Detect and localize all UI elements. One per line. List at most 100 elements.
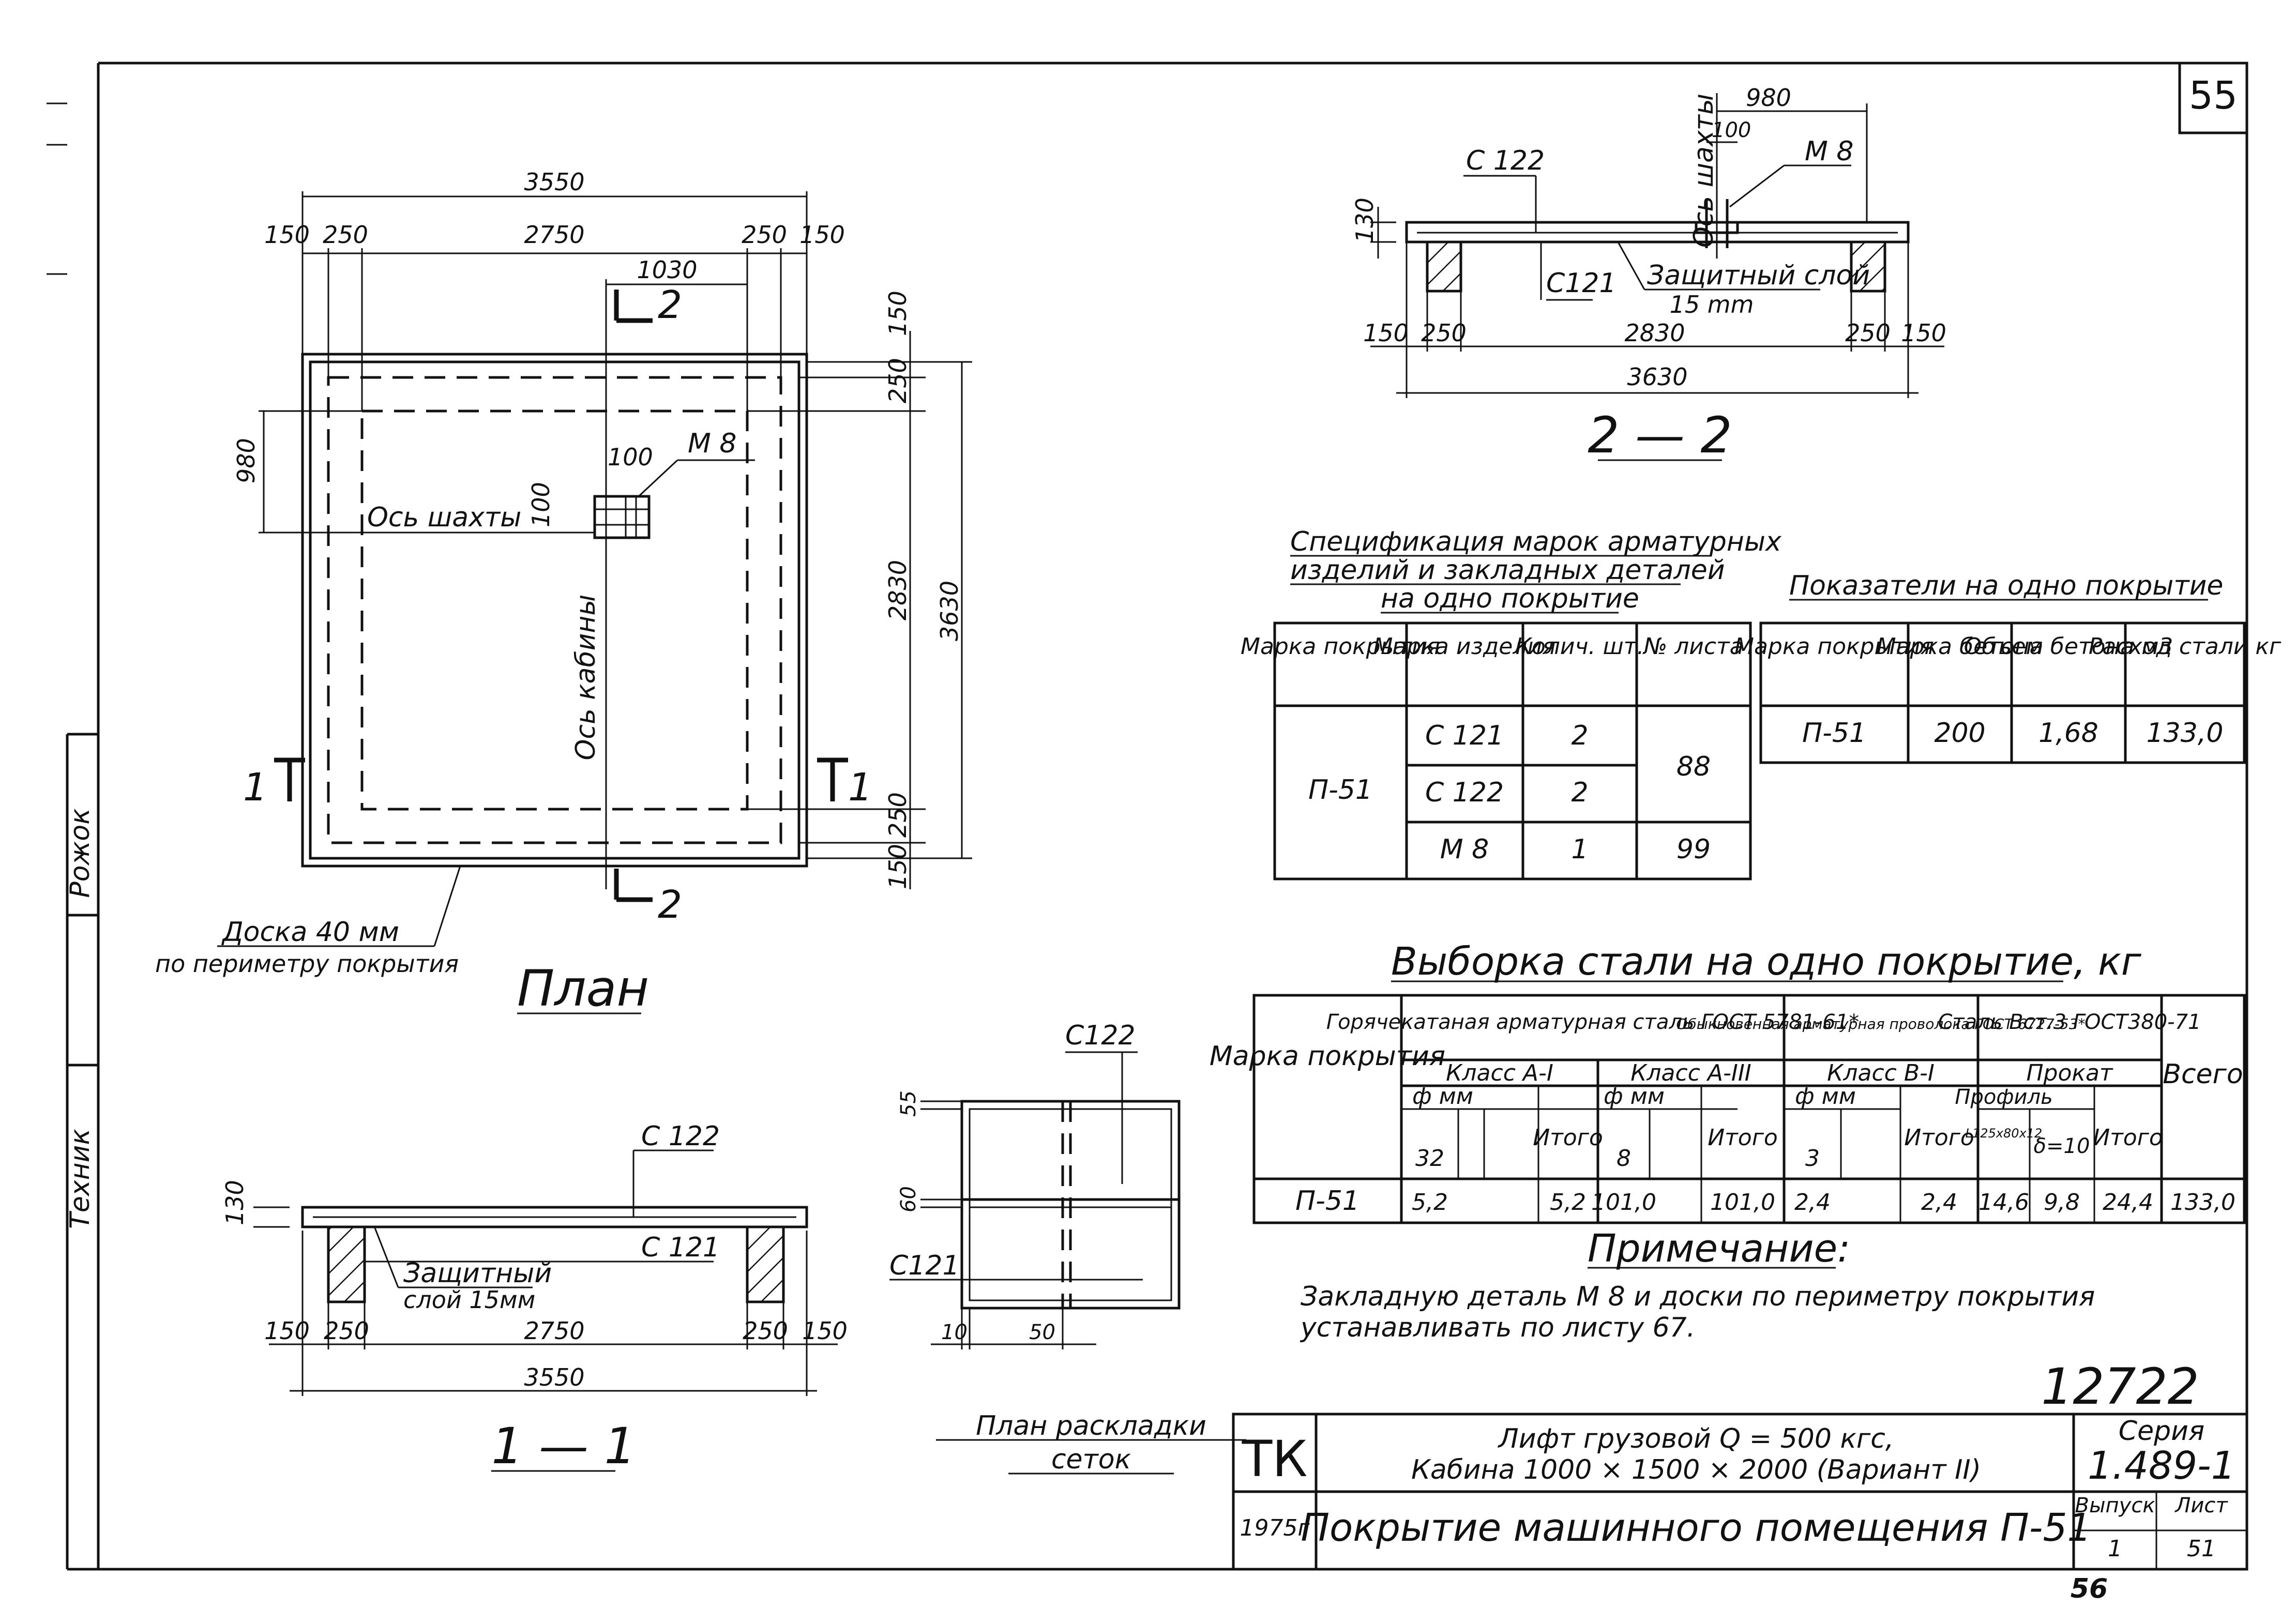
mesh-c121: С121 [889, 1250, 960, 1281]
sheet-title: Покрытие машинного помещения П-51 [1301, 1506, 2091, 1550]
steel-class-b1: Класс В-I [1827, 1060, 1935, 1086]
spec-h-mark-cover: Марка покрытия [1241, 633, 1440, 660]
steel-itogo-rolled: Итого [2093, 1125, 2163, 1151]
section-2-dim-middle: 2830 [1624, 319, 1685, 347]
section-1-dim-middle: 2750 [524, 1317, 584, 1345]
steel-profile: Профиль [1955, 1085, 2052, 1109]
section-2-c122: С 122 [1466, 145, 1545, 176]
spec-row-2-qty: 2 [1571, 777, 1588, 808]
spec-row-3-qty: 1 [1571, 834, 1588, 865]
sheet-number: 55 [2189, 73, 2238, 118]
steel-class-a3: Класс А-III [1630, 1060, 1751, 1086]
plan-dim-top-inner: 250 [884, 358, 912, 403]
year: 1975г [1240, 1515, 1310, 1541]
plan-board-note-2: по периметру покрытия [155, 950, 459, 978]
steel-row-a3-total: 101,0 [1710, 1189, 1775, 1216]
ind-mark: П-51 [1802, 718, 1866, 749]
steel-row-p1: 14,6 [1978, 1189, 2029, 1216]
steel-phi-a1: ф мм [1412, 1083, 1473, 1110]
steel-h-mark: Марка покрытия [1210, 1041, 1445, 1072]
spec-row-1-item: С 121 [1425, 720, 1504, 751]
steel-row-a1-total: 5,2 [1550, 1189, 1586, 1216]
plan-support-inner [360, 409, 749, 811]
margin-role-2: Рожок [65, 808, 96, 898]
plan-cabin-axis-label: Ось кабины [570, 595, 601, 761]
note: Примечание: Закладную деталь М 8 и доски… [1300, 1226, 2095, 1343]
plan-dim-top-edge: 150 [884, 291, 912, 336]
org-code: ТК [1242, 1430, 1308, 1488]
section-2-slab [1405, 221, 1910, 244]
spec-cover-mark: П-51 [1308, 775, 1372, 806]
mesh-dim-55: 55 [897, 1090, 920, 1117]
plan-dim-left: 980 [232, 438, 260, 483]
spec-sheet-88: 88 [1676, 751, 1711, 782]
spec-row-2-item: С 122 [1425, 777, 1504, 808]
plan-view: Ось шахты Ось кабины 100 100 М 8 3550 15… [155, 168, 972, 1018]
issue-label: Выпуск [2075, 1494, 2155, 1517]
section-2-dim-100: 100 [1712, 118, 1751, 142]
section-1-dim-left-inner: 250 [324, 1317, 369, 1345]
mesh-title-2: сеток [1051, 1444, 1131, 1475]
section-2-thickness: 130 [1351, 198, 1379, 243]
steel-table: Выборка стали на одно покрытие, кг Марка… [1210, 939, 2246, 1224]
mesh-title-1: План раскладки [976, 1410, 1206, 1441]
steel-d3: 3 [1805, 1145, 1820, 1172]
steel-row-all: 133,0 [2170, 1189, 2235, 1216]
spec-title-2: изделий и закладных деталей [1290, 555, 1725, 586]
ind-h-concrete: Марка бетона [1877, 633, 2044, 660]
section-1-dim-overall: 3550 [524, 1363, 584, 1391]
section-1-dim-left-edge: 150 [264, 1317, 310, 1345]
plan-dim-right-inner: 250 [742, 221, 787, 249]
steel-phi-a3: ф мм [1604, 1083, 1665, 1110]
ind-h-volume: Объем бетона м3 [1964, 633, 2173, 660]
spec-row-3-item: М 8 [1440, 834, 1489, 865]
steel-row-p2: 9,8 [2044, 1189, 2080, 1216]
mesh-dim-10: 10 [941, 1321, 968, 1344]
steel-row-a1-32: 5,2 [1412, 1189, 1448, 1216]
section-2-m8: М 8 [1805, 136, 1853, 167]
mesh-c122: С122 [1065, 1020, 1136, 1051]
spec-title-1: Спецификация марок арматурных [1290, 526, 1782, 557]
mesh-layout: С122 С121 55 60 10 50 План раскладки сет… [889, 1020, 1246, 1475]
plan-shaft-axis-label: Ось шахты [367, 502, 521, 533]
plan-title: План [517, 960, 649, 1018]
plan-outer-edge [309, 360, 800, 860]
steel-row-b1-total: 2,4 [1921, 1189, 1957, 1216]
spec-h-sheet: № листа [1642, 633, 1743, 660]
note-line-2: устанавливать по листу 67. [1300, 1312, 1695, 1343]
section-1-protective-2: слой 15мм [403, 1286, 535, 1314]
indicators-title: Показатели на одно покрытие [1789, 570, 2223, 601]
section-2-dim-overall: 3630 [1627, 363, 1687, 391]
steel-phi-b1: ф мм [1795, 1083, 1856, 1110]
plan-dim-right-overall: 3630 [935, 581, 963, 641]
section-1-dim-right-edge: 150 [802, 1317, 848, 1345]
issue-number: 1 [2108, 1536, 2122, 1562]
ind-h-mark: Марка покрытия [1734, 633, 1934, 660]
steel-itogo-a3: Итого [1708, 1125, 1778, 1151]
mesh-dim-60: 60 [897, 1186, 920, 1212]
section-2-dim-top: 980 [1746, 84, 1791, 112]
spec-h-qty: Колич. шт. [1516, 633, 1644, 660]
steel-d32: 32 [1415, 1145, 1444, 1172]
steel-row-mark: П-51 [1295, 1186, 1360, 1217]
page-bottom-number: 56 [2071, 1573, 2108, 1604]
plan-dim-right-edge: 150 [799, 221, 845, 249]
ind-concrete: 200 [1934, 718, 1985, 749]
steel-itogo-a1: Итого [1533, 1125, 1603, 1151]
plan-dim-bottom-inner: 250 [884, 792, 912, 838]
steel-profile-a: L125х80х12 [1966, 1126, 2043, 1141]
spec-table: Спецификация марок арматурных изделий и … [1241, 526, 1782, 881]
steel-h-total: Всего [2163, 1059, 2243, 1090]
steel-row-a3-8: 101,0 [1591, 1189, 1656, 1216]
plan-insert-size-a: 100 [608, 443, 653, 471]
section-2-2: Ось шахты 980 100 М 8 С 122 С121 Защитны… [1351, 84, 1946, 464]
section-1-c121: С 121 [641, 1232, 720, 1263]
title-line-1: Лифт грузовой Q = 500 кгс, [1498, 1423, 1894, 1454]
plan-support-line [327, 376, 782, 844]
list-number: 51 [2187, 1536, 2216, 1562]
insert-m8-symbol [593, 495, 651, 539]
plan-section-1-right: 1 [848, 765, 872, 810]
plan-insert-label: М 8 [688, 428, 736, 459]
steel-d8: 8 [1617, 1145, 1631, 1172]
plan-section-2-top: 2 [658, 283, 682, 327]
